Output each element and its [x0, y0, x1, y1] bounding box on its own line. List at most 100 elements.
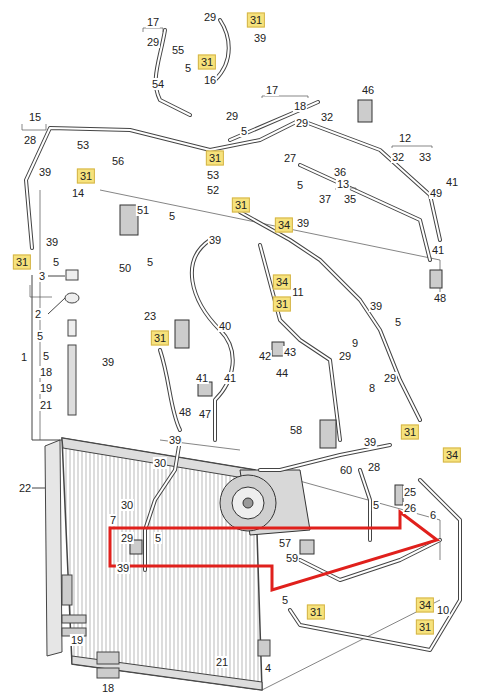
callout-number: 5: [52, 256, 60, 268]
callout-number: 1: [20, 351, 28, 363]
callout-highlight: 31: [416, 620, 434, 635]
callout-number: 56: [111, 155, 125, 167]
callout-number: 4: [264, 662, 272, 674]
callout-number: 57: [278, 537, 292, 549]
callout-number: 39: [253, 32, 267, 44]
callout-number: 39: [208, 234, 222, 246]
callout-number: 30: [120, 499, 134, 511]
callout-number: 16: [203, 74, 217, 86]
callout-number: 31: [404, 426, 416, 438]
callout-number: 31: [250, 14, 262, 26]
callout-number: 48: [433, 292, 447, 304]
callout-number: 29: [338, 350, 352, 362]
callout-number: 17: [265, 84, 279, 96]
callout-number: 30: [153, 457, 167, 469]
callout-number: 18: [39, 366, 53, 378]
callout-highlight: 31: [232, 198, 250, 213]
callout-number: 5: [240, 125, 248, 137]
callout-number: 41: [223, 372, 237, 384]
callout-number: 36: [333, 166, 347, 178]
callout-number: 44: [275, 367, 289, 379]
callout-number: 34: [446, 449, 458, 461]
callout-number: 29: [146, 36, 160, 48]
callout-highlight: 31: [247, 13, 265, 28]
callout-highlight: 31: [206, 151, 224, 166]
callout-number: 21: [39, 399, 53, 411]
callout-number: 22: [18, 482, 32, 494]
callout-number: 5: [36, 330, 44, 342]
callout-number: 5: [184, 62, 192, 74]
callout-number: 52: [206, 184, 220, 196]
callout-number: 43: [283, 346, 297, 358]
callout-number: 5: [394, 316, 402, 328]
callout-number: 41: [195, 372, 209, 384]
callout-number: 39: [369, 300, 383, 312]
callout-number: 25: [403, 486, 417, 498]
callout-number: 29: [203, 11, 217, 23]
callout-number: 15: [28, 111, 42, 123]
callout-number: 42: [258, 350, 272, 362]
callout-number: 19: [39, 382, 53, 394]
callout-number: 31: [310, 606, 322, 618]
callout-number: 37: [318, 193, 332, 205]
callout-number: 39: [116, 562, 130, 574]
callout-number: 39: [38, 166, 52, 178]
callout-number: 29: [225, 110, 239, 122]
callout-number: 19: [70, 634, 84, 646]
callout-number: 27: [283, 152, 297, 164]
callout-highlight: 34: [416, 598, 434, 613]
callout-number: 35: [343, 193, 357, 205]
callout-number: 5: [296, 179, 304, 191]
callout-number: 40: [218, 320, 232, 332]
callout-number: 2: [34, 308, 42, 320]
callout-highlight: 31: [151, 331, 169, 346]
callout-number: 5: [281, 594, 289, 606]
callout-number: 31: [235, 199, 247, 211]
callout-number: 41: [445, 176, 459, 188]
callout-number: 34: [278, 219, 290, 231]
callout-number: 12: [398, 132, 412, 144]
callout-highlight: 31: [401, 425, 419, 440]
callout-number: 5: [146, 256, 154, 268]
callout-number: 7: [109, 514, 117, 526]
callout-number: 39: [363, 436, 377, 448]
callout-highlight: 31: [307, 605, 325, 620]
callout-number: 32: [320, 111, 334, 123]
callout-number: 28: [23, 134, 37, 146]
callout-number: 3: [38, 270, 46, 282]
callout-number: 13: [336, 178, 350, 190]
callout-number: 5: [372, 499, 380, 511]
callout-number: 34: [419, 599, 431, 611]
callout-number: 48: [178, 406, 192, 418]
callout-number: 39: [296, 217, 310, 229]
callout-number: 39: [45, 236, 59, 248]
callout-number: 31: [201, 56, 213, 68]
callout-number: 29: [120, 532, 134, 544]
callout-highlight: 31: [13, 255, 31, 270]
callout-number: 51: [136, 204, 150, 216]
callout-number: 28: [367, 461, 381, 473]
callout-number: 23: [143, 310, 157, 322]
callout-number: 17: [146, 16, 160, 28]
callout-number: 46: [361, 84, 375, 96]
callout-number: 31: [276, 298, 288, 310]
callout-highlight: 31: [77, 169, 95, 184]
callout-highlight: 31: [273, 297, 291, 312]
callout-highlight: 34: [443, 448, 461, 463]
callout-number: 31: [209, 152, 221, 164]
callout-number: 21: [215, 656, 229, 668]
callout-number: 29: [295, 117, 309, 129]
callout-number: 11: [291, 286, 304, 298]
callout-highlight: 34: [275, 218, 293, 233]
callout-number: 6: [429, 509, 437, 521]
callout-number: 29: [383, 372, 397, 384]
callout-number: 58: [289, 424, 303, 436]
callout-number: 41: [431, 244, 445, 256]
callout-number: 31: [80, 170, 92, 182]
callout-number: 39: [101, 356, 115, 368]
callout-number: 31: [16, 256, 28, 268]
callout-number: 49: [429, 187, 443, 199]
